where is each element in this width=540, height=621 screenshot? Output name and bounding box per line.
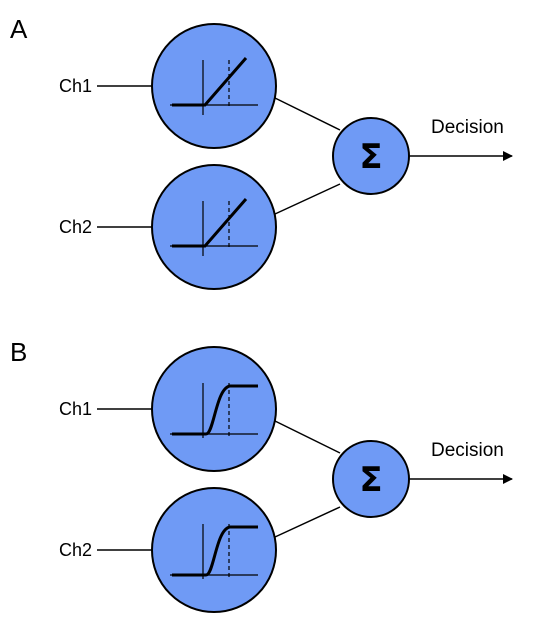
sigma-symbol-b: Σ	[359, 460, 382, 500]
sum-node-a: Σ	[332, 117, 410, 195]
panel-b: B Ch1 Ch2 Σ D	[10, 337, 513, 613]
input-label-ch2-a: Ch2	[59, 217, 92, 237]
connection-ch1-to-sum-b	[274, 420, 341, 454]
sigma-symbol-a: Σ	[359, 137, 382, 177]
neuron-ch1-b	[151, 346, 277, 472]
connection-ch2-to-sum-b	[274, 506, 341, 538]
sigmoid-curve	[172, 525, 258, 577]
input-label-ch1-b: Ch1	[59, 399, 92, 419]
neuron-ch1-a	[151, 23, 277, 149]
neuron-ch2-b	[151, 487, 277, 613]
neuron-ch2-a	[151, 164, 277, 290]
sigmoid-curve	[172, 384, 258, 436]
connection-ch2-to-sum-a	[274, 183, 341, 215]
output-label-b: Decision	[431, 440, 504, 461]
panel-letter-b: B	[10, 337, 27, 367]
input-label-ch1-a: Ch1	[59, 76, 92, 96]
output-label-a: Decision	[431, 117, 504, 138]
sum-node-b: Σ	[332, 440, 410, 518]
connection-ch1-to-sum-a	[274, 97, 341, 131]
panel-letter-a: A	[10, 14, 28, 44]
panel-a: A Ch1 Ch2 Σ D	[10, 14, 513, 290]
rectifier-curve	[172, 198, 248, 248]
rectifier-curve	[172, 57, 248, 107]
input-label-ch2-b: Ch2	[59, 540, 92, 560]
